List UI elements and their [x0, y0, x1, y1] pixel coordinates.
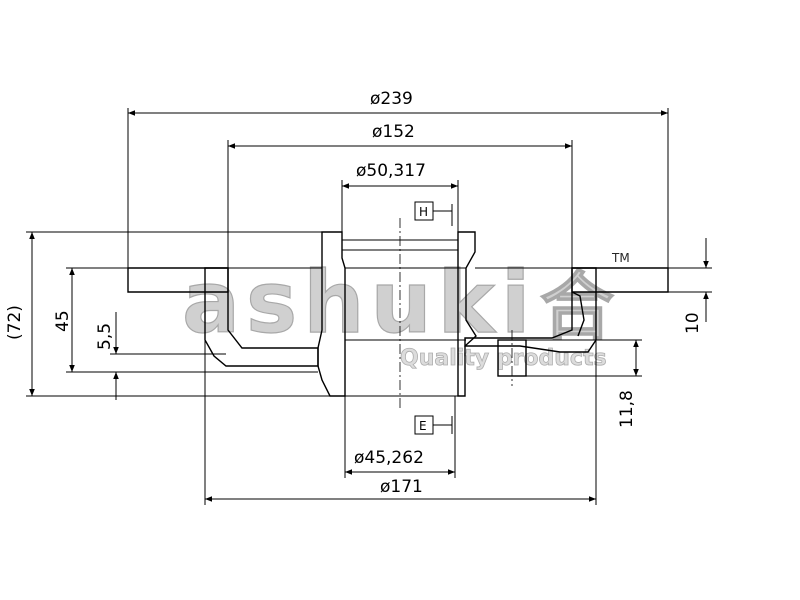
dim-offset: 5,5 [95, 323, 115, 350]
datum-h-label: H [419, 205, 428, 219]
dim-hat-height: 45 [53, 310, 73, 332]
hat-wall-right [464, 267, 597, 353]
dim-disc-thickness: 10 [683, 312, 703, 334]
dim-mid-diameter: ø152 [372, 122, 415, 142]
dim-min-thickness: 11,8 [617, 390, 637, 428]
dim-bore-top: ø50,317 [356, 161, 426, 181]
dim-hat-diameter: ø171 [380, 477, 423, 497]
datum-e: E [414, 415, 453, 435]
vertical-dimensions-left: (72) 45 5,5 [5, 231, 345, 400]
datum-e-label: E [419, 419, 427, 433]
watermark-brand: ashuki [182, 253, 536, 353]
horizontal-dimensions: ø239 ø152 ø50,317 ø45,262 ø171 [127, 89, 669, 505]
datum-h: H [414, 201, 453, 226]
watermark-tagline: Quality products [400, 346, 607, 371]
dim-outer-diameter: ø239 [370, 89, 413, 109]
disc-section [127, 218, 669, 410]
watermark-tm: TM [611, 251, 630, 265]
dim-total-height: (72) [5, 305, 25, 340]
vertical-dimensions-right: 10 11,8 [526, 238, 712, 428]
watermark-kanji: 合 [540, 264, 614, 350]
watermark: ashuki 合 TM Quality products [181, 251, 630, 371]
dim-bore-bottom: ø45,262 [354, 448, 424, 468]
